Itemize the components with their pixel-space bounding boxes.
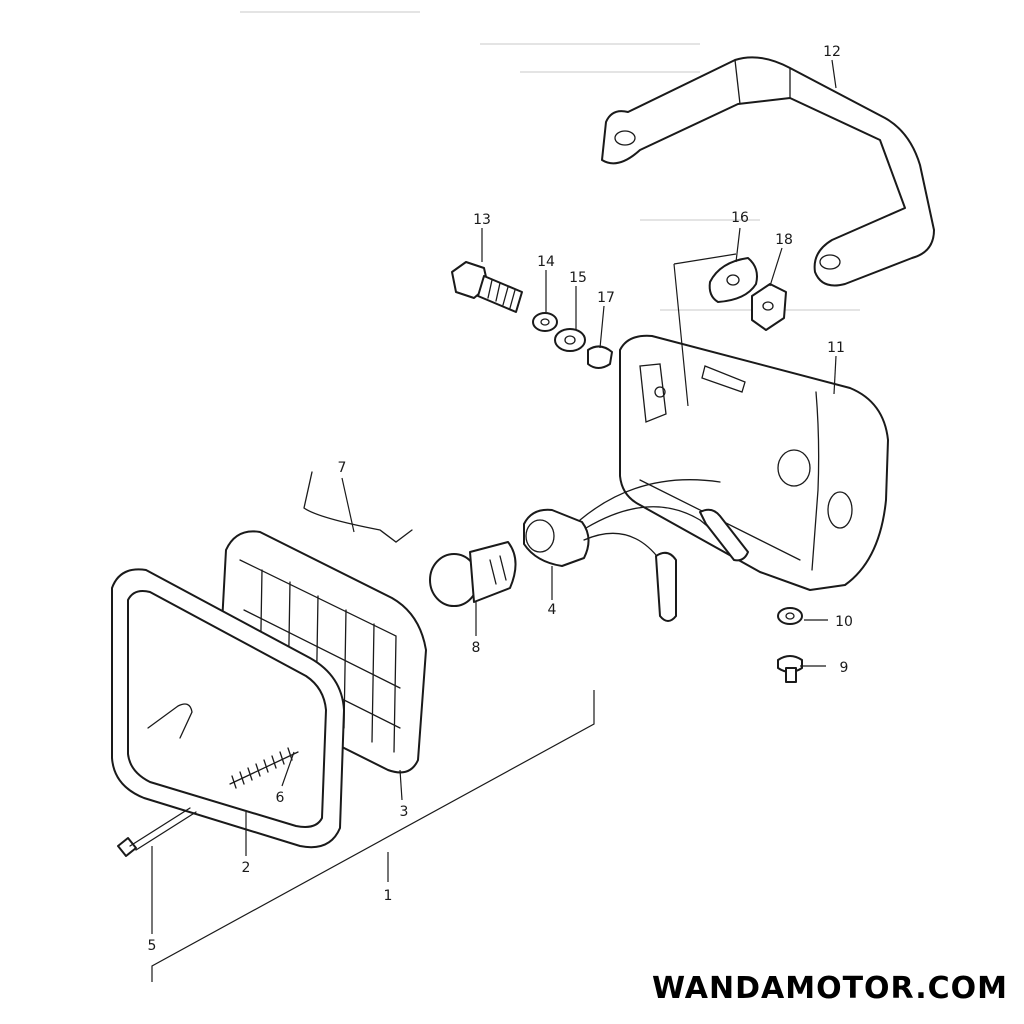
part-9-screw: [777, 655, 803, 683]
part-12-headlight-bracket: [601, 56, 935, 287]
callout-8: 8: [472, 640, 481, 656]
part-15-washer: [554, 328, 586, 352]
part-6-spring: [229, 747, 299, 789]
callout-12: 12: [823, 44, 841, 60]
part-11-headlight-housing: [619, 334, 889, 591]
part-13-bolt: [451, 261, 523, 313]
part-10-washer: [777, 607, 803, 625]
callout-14: 14: [537, 254, 555, 270]
part-17-collar: [587, 345, 613, 369]
part-18-nut: [751, 283, 787, 331]
part-4-bulb-socket: [523, 479, 749, 622]
callout-17: 17: [597, 290, 615, 306]
site-watermark: WANDAMOTOR.COM: [652, 971, 1008, 1006]
callout-6: 6: [276, 790, 285, 806]
callout-7: 7: [338, 460, 347, 476]
callout-13: 13: [473, 212, 491, 228]
callout-1: 1: [384, 888, 393, 904]
leader-lines: [151, 59, 837, 982]
part-14-lock-washer: [532, 312, 558, 332]
callout-3: 3: [400, 804, 409, 820]
callout-2: 2: [242, 860, 251, 876]
part-8-bulb: [429, 541, 517, 607]
part-7-spring-clip: [303, 471, 413, 543]
callout-15: 15: [569, 270, 587, 286]
callout-16: 16: [731, 210, 749, 226]
part-16-plate: [708, 257, 758, 303]
callout-labels: 12 13 14 15 17 16 18 11 10 9 7 8 4 3 6 2…: [148, 44, 853, 954]
callout-9: 9: [840, 660, 849, 676]
callout-4: 4: [548, 602, 557, 618]
callout-10: 10: [835, 614, 853, 630]
callout-18: 18: [775, 232, 793, 248]
callout-5: 5: [148, 938, 157, 954]
part-5-screw: [117, 807, 197, 857]
callout-11: 11: [827, 340, 845, 356]
part-3-lens-unit: [219, 530, 427, 774]
